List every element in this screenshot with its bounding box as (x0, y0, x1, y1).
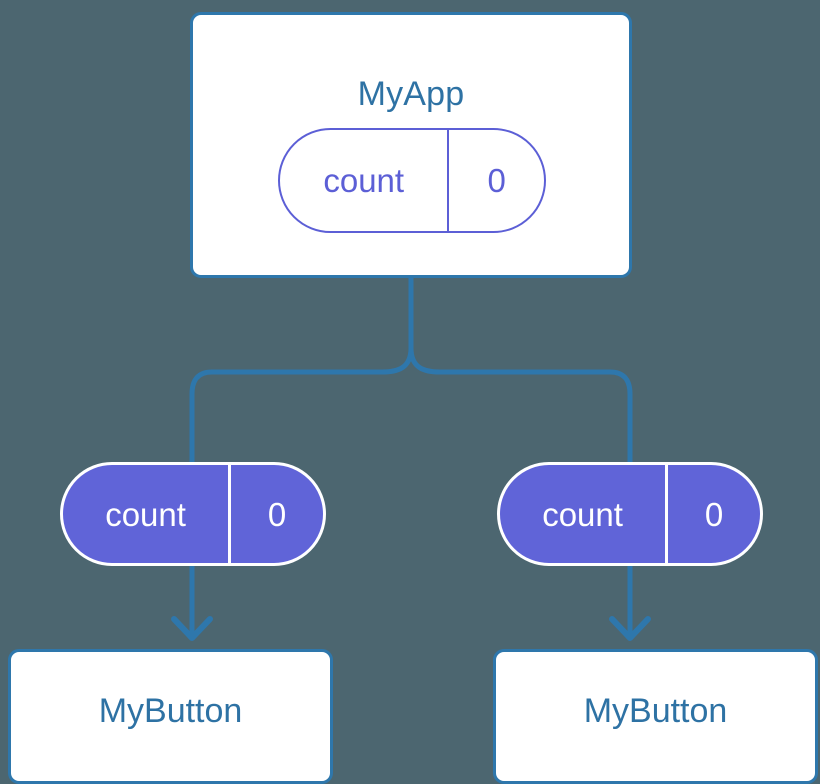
child-component-title-right: MyButton (583, 692, 728, 730)
split-to-prop-right-connector (408, 347, 633, 463)
prop-pill-right[interactable]: count 0 (497, 462, 763, 566)
prop-pill-left-value: 0 (267, 495, 287, 533)
prop-right-to-child-right-arrowhead (609, 616, 651, 641)
root-state-value: 0 (487, 162, 506, 199)
child-component-title-left: MyButton (98, 692, 243, 730)
prop-pill-left-key: count (63, 465, 232, 563)
prop-left-to-child-left-arrowhead (171, 616, 213, 641)
split-to-prop-left-connector (189, 347, 414, 463)
prop-pill-left[interactable]: count 0 (60, 462, 326, 566)
child-component-box-left[interactable]: MyButton (8, 649, 333, 784)
child-component-box-right[interactable]: MyButton (493, 649, 818, 784)
root-state-pill[interactable]: count 0 (278, 128, 546, 233)
root-state-key: count (280, 130, 450, 231)
root-component-title: MyApp (357, 75, 465, 113)
prop-pill-right-key: count (500, 465, 669, 563)
prop-pill-right-value: 0 (704, 495, 724, 533)
